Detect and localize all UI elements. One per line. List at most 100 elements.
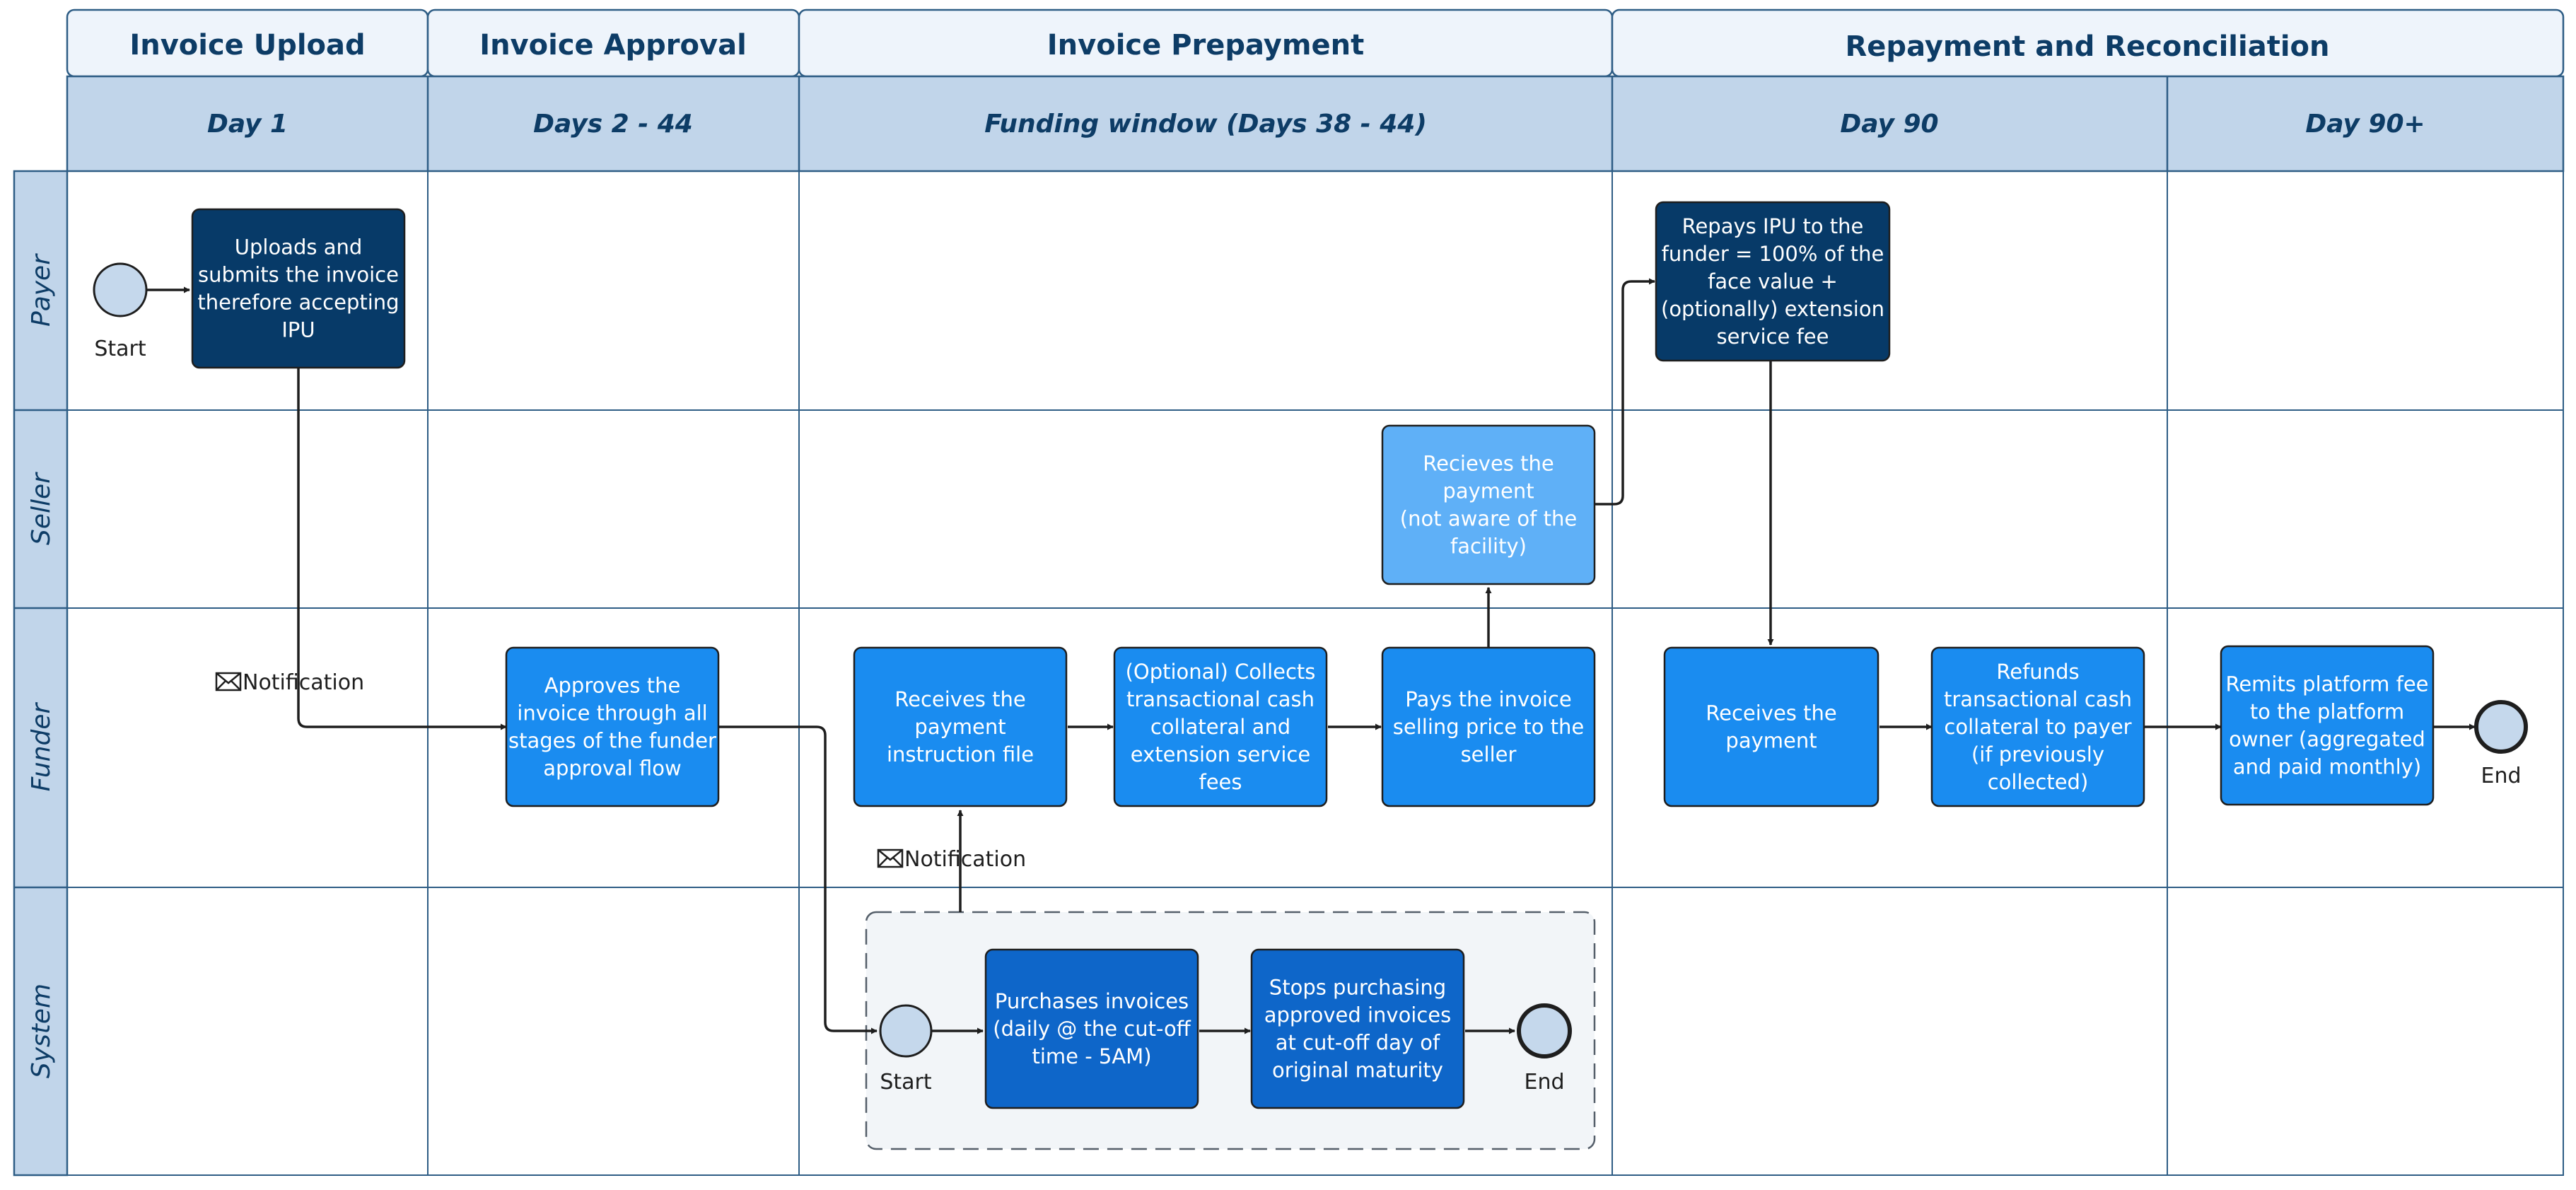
funder-end-event xyxy=(2474,700,2528,754)
task-box xyxy=(1381,646,1596,807)
envelope-icon xyxy=(215,672,242,692)
task-text-line: service fee xyxy=(1717,325,1829,349)
flow-approves-to-system-start xyxy=(719,725,878,1034)
task-text-line: payment xyxy=(1443,479,1534,503)
period-label-days2-44: Days 2 - 44 xyxy=(533,110,693,139)
task-refunds: Refunds transactional cash collateral to p… xyxy=(1930,646,2145,807)
task-box xyxy=(505,646,720,807)
lane-label-funder: Funder xyxy=(27,701,56,791)
phase-label-approval: Invoice Approval xyxy=(479,29,747,62)
task-pays: Pays the invoice selling price to the sell… xyxy=(1381,646,1596,807)
task-text-line: (optionally) extension xyxy=(1661,297,1884,321)
task-text-line: time - 5AM) xyxy=(1032,1044,1151,1068)
task-text-line: Repays IPU to the xyxy=(1682,214,1864,238)
message-labels: Notification Notification xyxy=(215,670,1026,872)
task-approves: Approves the invoice through all stages of… xyxy=(505,646,720,807)
task-box xyxy=(1930,646,2145,807)
task-text-line: Receives the xyxy=(1706,701,1836,725)
task-text-line: approved invoices xyxy=(1264,1003,1452,1027)
task-text-line: face value + xyxy=(1708,269,1838,293)
flow-uploads-to-approves xyxy=(297,368,507,730)
task-text-line: Approves the xyxy=(544,674,681,698)
task-text-line: instruction file xyxy=(887,742,1034,766)
task-text-line: original maturity xyxy=(1272,1058,1443,1083)
task-text-line: (Optional) Collects xyxy=(1126,660,1316,684)
task-text-line: payment xyxy=(1725,729,1817,753)
system-end-event xyxy=(1517,1003,1572,1058)
task-box xyxy=(191,208,406,369)
task-text-line: stages of the funder xyxy=(508,729,716,753)
task-text-line: Recieves the xyxy=(1423,452,1554,476)
task-funder-receives: Receives the payment xyxy=(1663,646,1879,807)
task-text-line: Uploads and xyxy=(235,235,363,259)
task-text-line: Pays the invoice xyxy=(1405,687,1571,711)
task-text-line: Purchases invoices xyxy=(995,989,1189,1013)
task-text-line: (not aware of the xyxy=(1400,507,1577,531)
system-end-label: End xyxy=(1524,1070,1564,1095)
lane-label-payer: Payer xyxy=(27,253,56,327)
phase-label-upload: Invoice Upload xyxy=(129,29,365,62)
task-box xyxy=(2220,645,2435,806)
task-stops: Stops purchasing approved invoices at cut-… xyxy=(1250,948,1465,1109)
task-text-line: selling price to the xyxy=(1393,715,1584,739)
phase-label-repayment: Repayment and Reconciliation xyxy=(1846,30,2330,63)
task-text-line: payment xyxy=(914,715,1006,739)
period-label-funding-window: Funding window (Days 38 - 44) xyxy=(984,110,1427,139)
period-label-day90plus: Day 90+ xyxy=(2305,110,2425,139)
payer-start-event xyxy=(93,262,148,317)
notification-2: Notification xyxy=(877,847,1026,872)
task-text-line: extension service xyxy=(1131,742,1310,766)
lane-headers: Payer Seller Funder System xyxy=(13,170,69,1177)
task-text-line: funder = 100% of the xyxy=(1662,242,1884,266)
task-text-line: (if previously xyxy=(1971,742,2104,766)
phase-label-prepayment: Invoice Prepayment xyxy=(1047,29,1364,62)
task-text-line: transactional cash xyxy=(1126,687,1315,711)
lane-label-system: System xyxy=(27,984,56,1078)
system-start-label: Start xyxy=(880,1070,932,1095)
system-start-event xyxy=(879,1004,933,1058)
events: Start End Start End xyxy=(93,262,2528,1095)
task-text-line: seller xyxy=(1461,742,1517,766)
task-text-line: to the platform xyxy=(2250,700,2404,724)
task-text-line: at cut-off day of xyxy=(1276,1031,1440,1055)
task-text-line: IPU xyxy=(281,318,315,342)
task-text-line: approval flow xyxy=(543,757,682,781)
notification-1-label: Notification xyxy=(243,670,364,695)
task-seller-receives: Recieves the payment (not aware of the faci… xyxy=(1381,424,1596,585)
task-text-line: therefore accepting xyxy=(197,291,399,315)
task-text-line: collateral to payer xyxy=(1944,715,2131,739)
task-text-line: collected) xyxy=(1988,770,2089,794)
task-text-line: invoice through all xyxy=(517,701,707,725)
period-label-day1: Day 1 xyxy=(207,110,288,139)
task-box xyxy=(1113,646,1328,807)
payer-start-label: Start xyxy=(94,337,146,361)
task-box xyxy=(1655,201,1891,362)
task-purchases: Purchases invoices (daily @ the cut-off ti… xyxy=(984,948,1199,1109)
task-box xyxy=(984,948,1199,1109)
task-text-line: Stops purchasing xyxy=(1269,976,1446,1000)
connectors xyxy=(147,278,2476,1034)
task-text-line: Remits platform fee xyxy=(2225,672,2428,696)
notification-1: Notification xyxy=(215,670,364,695)
task-box xyxy=(1663,646,1879,807)
funder-end-label: End xyxy=(2481,764,2521,788)
task-text-line: and paid monthly) xyxy=(2233,755,2421,779)
task-remits: Remits platform fee to the platform owner … xyxy=(2220,645,2435,806)
flow-seller-to-repays xyxy=(1595,278,1655,506)
period-label-day90: Day 90 xyxy=(1840,110,1938,139)
task-text-line: (daily @ the cut-off xyxy=(993,1017,1191,1041)
task-repays: Repays IPU to the funder = 100% of the fac… xyxy=(1655,201,1891,362)
task-text-line: owner (aggregated xyxy=(2229,728,2425,752)
task-text-line: facility) xyxy=(1450,535,1527,559)
task-text-line: transactional cash xyxy=(1944,687,2132,711)
envelope-icon xyxy=(877,848,904,868)
task-text-line: Refunds xyxy=(1996,660,2079,684)
grid-body xyxy=(66,170,2564,1176)
task-box xyxy=(1381,424,1596,585)
task-text-line: fees xyxy=(1199,770,1242,794)
